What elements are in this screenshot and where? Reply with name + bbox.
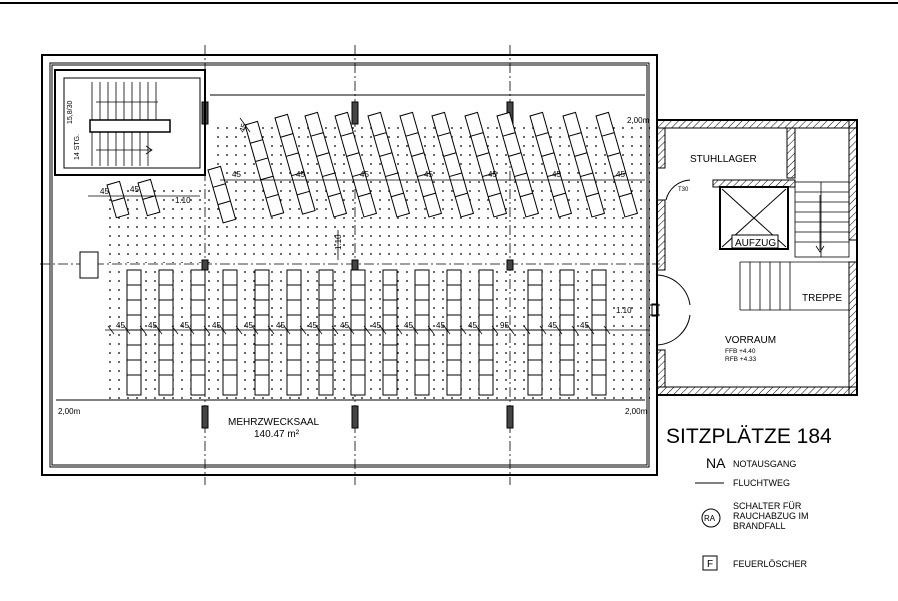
legend-ra-text-2: RAUCHABZUG IM: [733, 511, 809, 521]
svg-text:45: 45: [404, 321, 413, 330]
svg-text:45: 45: [424, 170, 433, 179]
stair-ratio-label: 15,8/30: [67, 101, 74, 124]
east-wing: [650, 119, 858, 396]
svg-text:45: 45: [212, 321, 221, 330]
hall-name: MEHRZWECKSAAL: [228, 417, 320, 428]
legend-ra-text-1: SCHALTER FÜR: [733, 501, 802, 511]
seat-count-title: SITZPLÄTZE 184: [666, 425, 832, 448]
svg-text:1.10: 1.10: [175, 196, 191, 205]
svg-text:45: 45: [308, 321, 317, 330]
svg-text:1.10: 1.10: [616, 306, 632, 315]
dimension-chain-upper: [88, 117, 645, 260]
hall-walls: [41, 54, 658, 476]
lobby-ffb: FFB +4.40: [725, 348, 756, 355]
svg-text:45: 45: [116, 321, 125, 330]
dimension-top-right: 2,00m: [627, 116, 650, 125]
door-rating: T30: [678, 187, 689, 193]
dimension-bottom-right: 2,00m: [625, 407, 648, 416]
legend-f-symbol: F: [707, 559, 713, 570]
dimension-chain-lower: [105, 325, 650, 335]
svg-text:45: 45: [468, 321, 477, 330]
svg-text:45: 45: [488, 170, 497, 179]
svg-text:45: 45: [548, 321, 557, 330]
svg-text:45: 45: [276, 321, 285, 330]
svg-text:45: 45: [372, 321, 381, 330]
stairwell-left: [54, 69, 206, 176]
svg-text:45: 45: [552, 170, 561, 179]
legend-ra-symbol: RA: [704, 514, 716, 523]
legend-ra-text-3: BRANDFALL: [733, 521, 786, 531]
svg-text:45: 45: [360, 170, 369, 179]
lobby-rfb: RFB +4.33: [725, 356, 757, 363]
svg-text:45: 45: [148, 321, 157, 330]
room-stairs: TREPPE: [802, 293, 842, 304]
svg-text:45: 45: [232, 170, 241, 179]
dimension-labels-upper: 45 45 1.10 45 45 45 45 45 45 45 1.10 45: [100, 122, 625, 250]
dimension-labels-lower: 45 45 45 45 45 45 45 45 45 45 45 45 95 4…: [116, 306, 632, 330]
svg-text:45: 45: [100, 187, 109, 196]
legend-escape-text: FLUCHTWEG: [733, 478, 790, 488]
room-storage: STUHLLAGER: [690, 154, 757, 165]
room-lobby: VORRAUM: [725, 335, 776, 346]
svg-text:45: 45: [244, 321, 253, 330]
svg-text:45: 45: [130, 185, 139, 194]
legend-na-text: NOTAUSGANG: [733, 459, 796, 469]
svg-text:45: 45: [616, 170, 625, 179]
stair-steps-label: 14 STG.: [74, 134, 81, 160]
ra-symbol-circle: [701, 508, 721, 528]
dimension-bottom-left: 2,00m: [58, 407, 81, 416]
angled-seat-rows: [106, 111, 639, 224]
legend-na-symbol: NA: [706, 455, 726, 471]
svg-text:45: 45: [237, 122, 249, 134]
svg-text:45: 45: [340, 321, 349, 330]
svg-text:45: 45: [296, 170, 305, 179]
svg-text:45: 45: [180, 321, 189, 330]
room-elevator: AUFZUG: [735, 238, 776, 249]
svg-text:45: 45: [436, 321, 445, 330]
equipment-box: [79, 251, 99, 279]
legend: SITZPLÄTZE 184 NA NOTAUSGANG FLUCHTWEG R…: [666, 425, 832, 571]
grid-lines: [40, 45, 660, 485]
svg-text:45: 45: [580, 321, 589, 330]
hall-area: 140.47 m²: [254, 429, 300, 440]
straight-seat-rows: [126, 269, 607, 396]
f-symbol-box: [702, 555, 718, 571]
svg-text:1.10: 1.10: [334, 234, 343, 250]
legend-f-text: FEUERLÖSCHER: [733, 559, 808, 569]
svg-text:95: 95: [500, 321, 509, 330]
